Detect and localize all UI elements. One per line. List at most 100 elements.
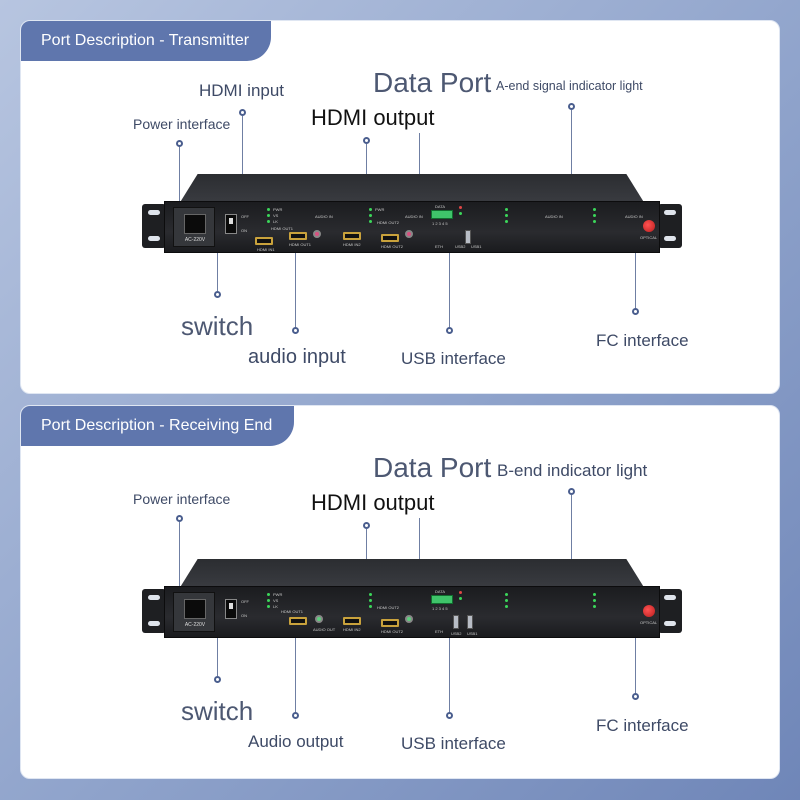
audio-in-port-2[interactable] xyxy=(405,230,413,238)
usb-port[interactable] xyxy=(465,230,471,244)
hdmi-out1-port[interactable] xyxy=(289,232,307,240)
callout-dot-hdmi-output-rx xyxy=(363,522,370,529)
label-data-port: Data Port xyxy=(373,67,492,98)
power-rating-text: AC-220V xyxy=(184,237,206,243)
led-lk-4-rx xyxy=(593,605,596,608)
led-data-green-rx xyxy=(459,597,462,600)
callout-line-data-port xyxy=(419,133,420,211)
switch-off-text-rx: OFF xyxy=(241,599,249,604)
label-hdmi-output-rx: HDMI output xyxy=(311,490,435,515)
usb1-port-rx[interactable] xyxy=(467,615,473,629)
led-lk-2-rx xyxy=(369,605,372,608)
receiver-panel: Port Description - Receiving End Power i… xyxy=(20,405,780,779)
hdmi-in1-port[interactable] xyxy=(255,237,273,245)
rack-ear-left xyxy=(142,204,166,248)
text-lk-1: LK xyxy=(273,219,278,224)
led-vs-1-rx xyxy=(267,599,270,602)
text-pwr-1-rx: PWR xyxy=(273,592,283,597)
hdmi-in2-port-rx[interactable] xyxy=(343,617,361,625)
text-audio-in-2: AUDIO IN xyxy=(405,214,423,219)
text-usb2-rx: USB2 xyxy=(451,631,462,636)
text-optical: OPTICAL xyxy=(640,235,658,240)
power-switch-rx[interactable] xyxy=(225,599,237,619)
text-hdmi-out1-top: HDMI OUT1 xyxy=(271,226,293,231)
label-power-interface: Power interface xyxy=(133,116,231,132)
rack-ear-right xyxy=(658,204,682,248)
power-socket[interactable]: AC-220V xyxy=(173,207,215,247)
text-hdmi-out1: HDMI OUT1 xyxy=(289,242,311,247)
callout-line-a-end xyxy=(571,110,572,220)
label-fc-interface-rx: FC interface xyxy=(596,716,689,735)
text-vs-1-rx: VS xyxy=(273,598,279,603)
callout-line-fc xyxy=(635,246,636,309)
switch-on-text-rx: ON xyxy=(241,613,247,618)
label-data-port-rx: Data Port xyxy=(373,452,492,483)
device-front-panel-rx: AC-220V OFF ON PWR VS LK HDMI OUT1 AUDIO… xyxy=(164,586,660,638)
power-socket-rx[interactable]: AC-220V xyxy=(173,592,215,632)
power-switch[interactable] xyxy=(225,214,237,234)
text-hdmi-in2: HDMI IN2 xyxy=(343,242,361,247)
label-a-end-indicator: A-end signal indicator light xyxy=(496,79,643,93)
transmitter-title-tab: Port Description - Transmitter xyxy=(21,21,272,61)
text-hdmi-out1-rx: HDMI OUT1 xyxy=(281,609,303,614)
callout-line-usb xyxy=(449,246,450,328)
led-pwr-4-rx xyxy=(593,593,596,596)
text-audio-in-4: AUDIO IN xyxy=(625,214,643,219)
text-hdmi-out2-rx: HDMI OUT2 xyxy=(381,629,403,634)
device-front-panel: AC-220V OFF ON PWR VS LK HDMI IN1 HDMI O… xyxy=(164,201,660,253)
label-audio-output: Audio output xyxy=(248,732,344,751)
transmitter-device: AC-220V OFF ON PWR VS LK HDMI IN1 HDMI O… xyxy=(124,174,700,264)
fc-optical-port[interactable] xyxy=(643,220,655,232)
usb2-port-rx[interactable] xyxy=(453,615,459,629)
label-switch-rx: switch xyxy=(181,696,254,726)
text-data-rx: DATA xyxy=(435,589,446,594)
rack-ear-right-rx xyxy=(658,589,682,633)
power-socket-icon-rx xyxy=(184,599,206,619)
led-pwr-1-rx xyxy=(267,593,270,596)
receiver-device: AC-220V OFF ON PWR VS LK HDMI OUT1 AUDIO… xyxy=(124,559,700,649)
power-socket-icon xyxy=(184,214,206,234)
callout-dot-audio xyxy=(292,327,299,334)
callout-line-audio xyxy=(295,246,296,328)
audio-out-port-1[interactable] xyxy=(315,615,323,623)
text-optical-rx: OPTICAL xyxy=(640,620,658,625)
hdmi-in2-port[interactable] xyxy=(343,232,361,240)
led-vs-4-rx xyxy=(593,599,596,602)
callout-line-power-rx xyxy=(179,522,180,607)
label-hdmi-input: HDMI input xyxy=(199,81,285,100)
audio-in-port-1[interactable] xyxy=(313,230,321,238)
callout-dot-hdmi-input xyxy=(239,109,246,116)
label-audio-input: audio input xyxy=(248,346,346,368)
led-pwr-3 xyxy=(505,208,508,211)
device-top-cover-rx xyxy=(179,559,645,589)
text-terminal-numbers: 1 2 3 4 5 xyxy=(432,221,448,226)
led-vs-2 xyxy=(369,214,372,217)
callout-dot-fc-rx xyxy=(632,693,639,700)
text-hdmi-out2-top-rx: HDMI OUT2 xyxy=(377,605,399,610)
led-vs-1 xyxy=(267,214,270,217)
hdmi-out2-port-rx[interactable] xyxy=(381,619,399,627)
callout-dot-fc xyxy=(632,308,639,315)
power-rating-text-rx: AC-220V xyxy=(184,622,206,628)
data-terminal-block-rx[interactable] xyxy=(431,595,453,604)
led-data-red-rx xyxy=(459,591,462,594)
text-pwr-1: PWR xyxy=(273,207,283,212)
callout-dot-usb-rx xyxy=(446,712,453,719)
label-hdmi-output: HDMI output xyxy=(311,105,435,130)
callout-dot-usb xyxy=(446,327,453,334)
data-terminal-block[interactable] xyxy=(431,210,453,219)
callout-dot-switch xyxy=(214,291,221,298)
audio-out-port-2[interactable] xyxy=(405,615,413,623)
callout-line-switch-rx xyxy=(217,631,218,676)
hdmi-out1-port-rx[interactable] xyxy=(289,617,307,625)
led-lk-1-rx xyxy=(267,605,270,608)
label-usb-interface: USB interface xyxy=(401,349,506,368)
device-top-cover xyxy=(179,174,645,204)
text-hdmi-out2-top: HDMI OUT2 xyxy=(377,220,399,225)
fc-optical-port-rx[interactable] xyxy=(643,605,655,617)
led-lk-3-rx xyxy=(505,605,508,608)
text-hdmi-in1: HDMI IN1 xyxy=(257,247,275,252)
hdmi-out2-port[interactable] xyxy=(381,234,399,242)
label-power-interface-rx: Power interface xyxy=(133,491,231,507)
callout-line-usb-rx xyxy=(449,631,450,713)
